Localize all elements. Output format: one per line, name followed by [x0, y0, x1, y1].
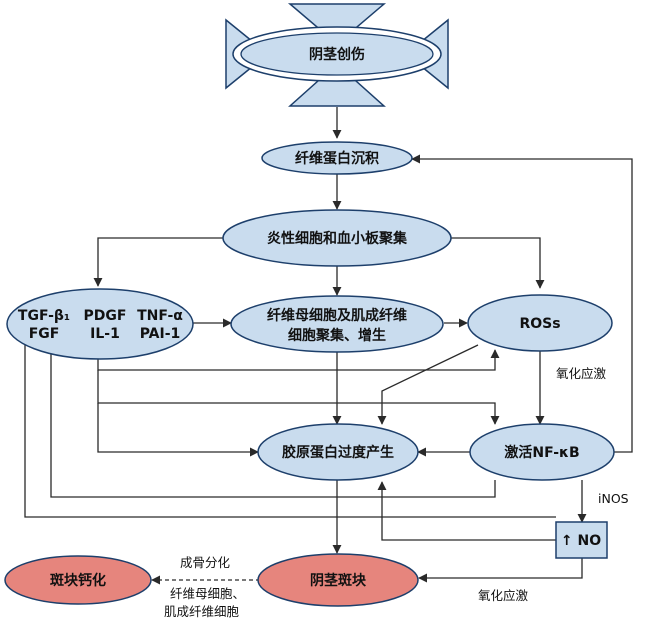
fibro-label-line2: 细胞聚集、增生: [288, 327, 386, 344]
factor-fgf: FGF: [29, 326, 60, 342]
calc-ellipse: [4, 555, 152, 605]
nfkb-ellipse: [469, 423, 615, 481]
edge-inflam-factors: [93, 237, 225, 287]
collagen-label: 胶原蛋白过度产生: [282, 444, 394, 461]
fibrin-ellipse: [261, 141, 413, 175]
factor-pai1: PAI-1: [140, 326, 181, 342]
node-no: ↑ NO: [555, 521, 608, 559]
label-fibro-cells-2: 肌成纤维细胞: [164, 604, 240, 619]
edges: [19, 107, 633, 585]
node-fibro: 纤维母细胞及肌成纤维 细胞聚集、增生: [230, 295, 444, 353]
plaque-ellipse: [257, 553, 419, 607]
node-plaque: 阴茎斑块: [257, 553, 419, 607]
injury-bottom-triangle: [288, 62, 386, 107]
node-collagen: 胶原蛋白过度产生: [257, 423, 419, 481]
no-label: ↑ NO: [561, 533, 601, 549]
fibro-label-line1: 纤维母细胞及肌成纤维: [267, 307, 407, 324]
edge-no-plaque: [418, 558, 583, 583]
edge-factors-collagen: [97, 403, 259, 457]
node-ros: ROSs: [467, 294, 613, 352]
no-box: [555, 521, 608, 559]
ros-ellipse: [467, 294, 613, 352]
nfkb-label: 激活NF-κB: [504, 444, 579, 461]
calc-label: 斑块钙化: [50, 572, 106, 589]
factor-tnf: TNF-α: [137, 308, 183, 324]
injury-top-triangle: [287, 3, 387, 45]
edge-factors-ros-loop: [97, 349, 500, 371]
edge-factors-nfkb: [97, 370, 500, 425]
edge-nfkb-fibrin-loop: [411, 154, 633, 453]
label-osteogenic: 成骨分化: [180, 555, 231, 570]
node-nfkb: 激活NF-κB: [469, 423, 615, 481]
node-calc: 斑块钙化: [4, 555, 152, 605]
label-oxidative-stress-no: 氧化应激: [478, 588, 529, 603]
fibro-ellipse: [230, 295, 444, 353]
factor-il1: IL-1: [90, 326, 120, 342]
injury-label: 阴茎创伤: [309, 46, 365, 63]
plaque-label: 阴茎斑块: [310, 572, 367, 589]
node-fibrin: 纤维蛋白沉积: [261, 141, 413, 175]
node-injury: 阴茎创伤: [225, 3, 449, 107]
edge-inflam-ros: [450, 237, 545, 289]
edge-nfkb-factors-loop: [46, 337, 496, 498]
inflam-ellipse: [222, 209, 452, 267]
factor-pdgf: PDGF: [84, 308, 127, 324]
edge-labels: 氧化应激 iNOS 氧化应激 成骨分化 纤维母细胞、 肌成纤维细胞: [164, 366, 629, 619]
label-fibro-cells-1: 纤维母细胞、: [170, 586, 245, 601]
factor-tgf: TGF-β₁: [18, 308, 70, 324]
ros-label: ROSs: [519, 316, 560, 332]
edge-ros-collagen: [377, 344, 479, 425]
fibrin-label: 纤维蛋白沉积: [295, 150, 379, 167]
node-factors: TGF-β₁ PDGF TNF-α FGF IL-1 PAI-1: [6, 288, 194, 360]
collagen-ellipse: [257, 423, 419, 481]
factors-ellipse: [6, 288, 194, 360]
label-inos: iNOS: [598, 491, 629, 506]
label-oxidative-stress-ros: 氧化应激: [556, 366, 607, 381]
edge-no-collagen: [377, 481, 556, 541]
inflam-label: 炎性细胞和血小板聚集: [267, 230, 408, 247]
injury-inner-ellipse: [240, 32, 434, 76]
node-inflam: 炎性细胞和血小板聚集: [222, 209, 452, 267]
